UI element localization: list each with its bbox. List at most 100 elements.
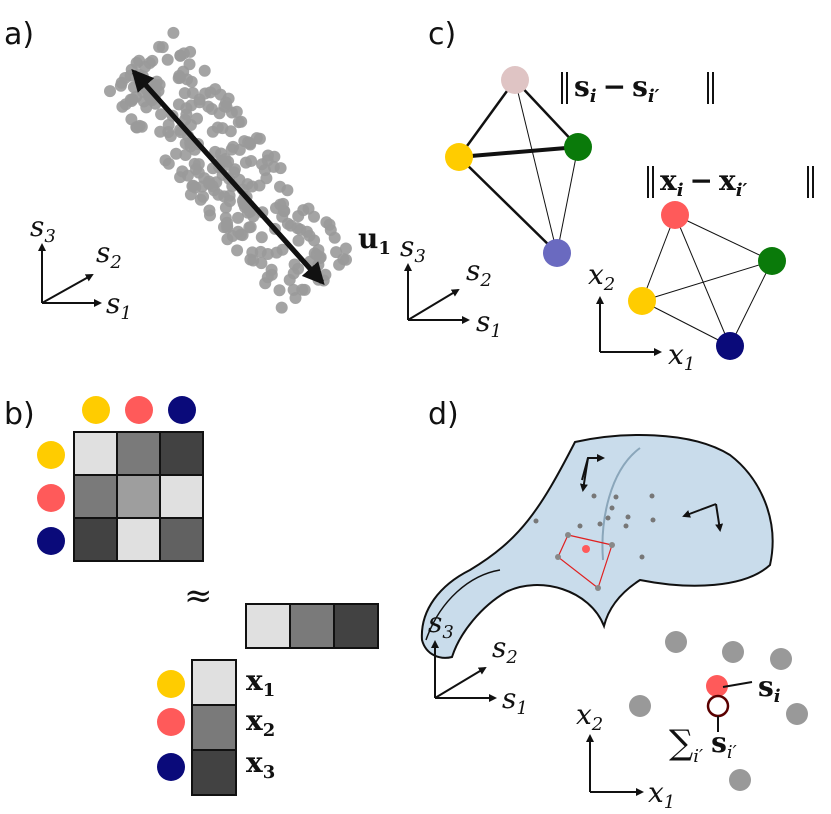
node-navy-x: [716, 332, 744, 360]
cloud-point: [232, 116, 245, 129]
cloud-point: [186, 87, 199, 99]
cloud-point: [340, 253, 352, 266]
cloud-point: [246, 180, 259, 193]
matrix-cell: [159, 431, 204, 476]
manifold-ridge: [601, 447, 641, 561]
cloud-point: [247, 254, 260, 267]
panel-c: c) si−si′ xi−xi′: [400, 17, 814, 375]
cloud-point: [209, 83, 222, 96]
cloud-point: [223, 195, 236, 208]
panel-d-label: d): [428, 397, 459, 432]
axis-s1-label: s1: [106, 287, 132, 324]
cloud-point: [154, 125, 167, 138]
cloud-point: [244, 205, 257, 218]
panel-c-label: c): [428, 17, 456, 52]
matrix-cell: [159, 474, 204, 519]
panel-b-label: b): [4, 397, 35, 432]
weighted-sum-marker: [706, 694, 730, 718]
cloud-point: [277, 205, 290, 217]
manifold-point: [613, 494, 619, 500]
node-green-x: [758, 247, 786, 275]
row-dot-yellow: [37, 441, 65, 469]
node-pink: [501, 66, 529, 94]
cloud-point: [124, 93, 137, 106]
manifold-point: [609, 505, 615, 511]
svg-text:xi−xi′: xi−xi′: [660, 164, 748, 201]
cloud-point: [127, 81, 140, 94]
row-vector-cell: [289, 603, 335, 649]
matrix-cell: [73, 431, 118, 476]
column-vector-cell: [191, 659, 237, 706]
cloud-point: [197, 190, 210, 203]
cloud-point: [185, 75, 198, 88]
gray-point: [629, 695, 651, 717]
gray-point: [665, 631, 687, 653]
axis-s3-label-c: s3: [400, 230, 426, 267]
cloud-point: [253, 132, 266, 145]
node-red: [661, 201, 689, 229]
col-dot-yellow: [82, 396, 110, 424]
column-vector: [191, 659, 237, 796]
cloud-point: [219, 153, 232, 165]
embedding-points: [629, 631, 808, 791]
axis-s3-label-d: s3: [428, 606, 454, 643]
row-dot-navy: [37, 527, 65, 555]
axis-x1-label-d: x1: [648, 776, 675, 813]
column-vector-cell: [191, 704, 237, 751]
cloud-point: [198, 64, 211, 77]
axis-s1-label-d: s1: [502, 682, 528, 719]
cloud-point: [180, 102, 193, 115]
axis-s1-label-c: s1: [476, 305, 502, 342]
col-dot-red: [125, 396, 153, 424]
cloud-point: [292, 234, 305, 247]
manifold-point: [533, 518, 539, 524]
manifold-point: [639, 554, 645, 560]
cloud-point: [161, 53, 174, 66]
cloud-point: [167, 26, 180, 39]
cloud-point: [261, 271, 274, 284]
local-frame-2: [682, 503, 724, 532]
axes-s-d: s3 s2 s1: [428, 606, 528, 719]
vec-dot-yellow: [157, 670, 185, 698]
matrix-cell: [159, 517, 204, 562]
cloud-point: [224, 125, 237, 138]
cloud-point: [301, 225, 313, 238]
matrix-cell: [73, 474, 118, 519]
cloud-point: [339, 242, 352, 255]
x1-label: x1: [246, 664, 275, 701]
cloud-point: [228, 166, 241, 179]
axis-s2-label: s2: [96, 236, 122, 273]
column-vector-cell: [191, 749, 237, 796]
axis-x2-label-d: x2: [576, 698, 603, 735]
col-dot-navy: [168, 396, 196, 424]
cloud-point: [244, 138, 257, 151]
cloud-point: [179, 137, 192, 150]
cloud-point: [262, 149, 274, 162]
vec-dot-navy: [157, 753, 185, 781]
cloud-point: [221, 216, 233, 229]
axis-s2-label-c: s2: [466, 254, 492, 291]
cloud-point: [172, 72, 185, 85]
manifold-surface: [420, 434, 774, 659]
axes-x-c: x2 x1: [588, 258, 695, 375]
cloud-point: [176, 165, 189, 178]
cloud-point: [227, 140, 240, 153]
panel-a-label: a): [4, 17, 34, 52]
cloud-point: [209, 145, 222, 158]
x2-label: x2: [246, 704, 275, 741]
cloud-point: [245, 155, 258, 167]
cloud-point: [291, 222, 304, 235]
manifold-point: [597, 521, 603, 527]
cloud-point: [174, 49, 187, 62]
cloud-point: [211, 121, 224, 134]
center-point: [582, 545, 590, 553]
cloud-point: [162, 157, 175, 170]
cloud-point: [320, 216, 333, 229]
cloud-point: [328, 231, 341, 244]
node-yellow-x: [628, 287, 656, 315]
matrix-cell: [116, 431, 161, 476]
manifold-fold: [425, 569, 501, 641]
polygon-vertex: [595, 585, 601, 591]
matrix-cell: [116, 517, 161, 562]
